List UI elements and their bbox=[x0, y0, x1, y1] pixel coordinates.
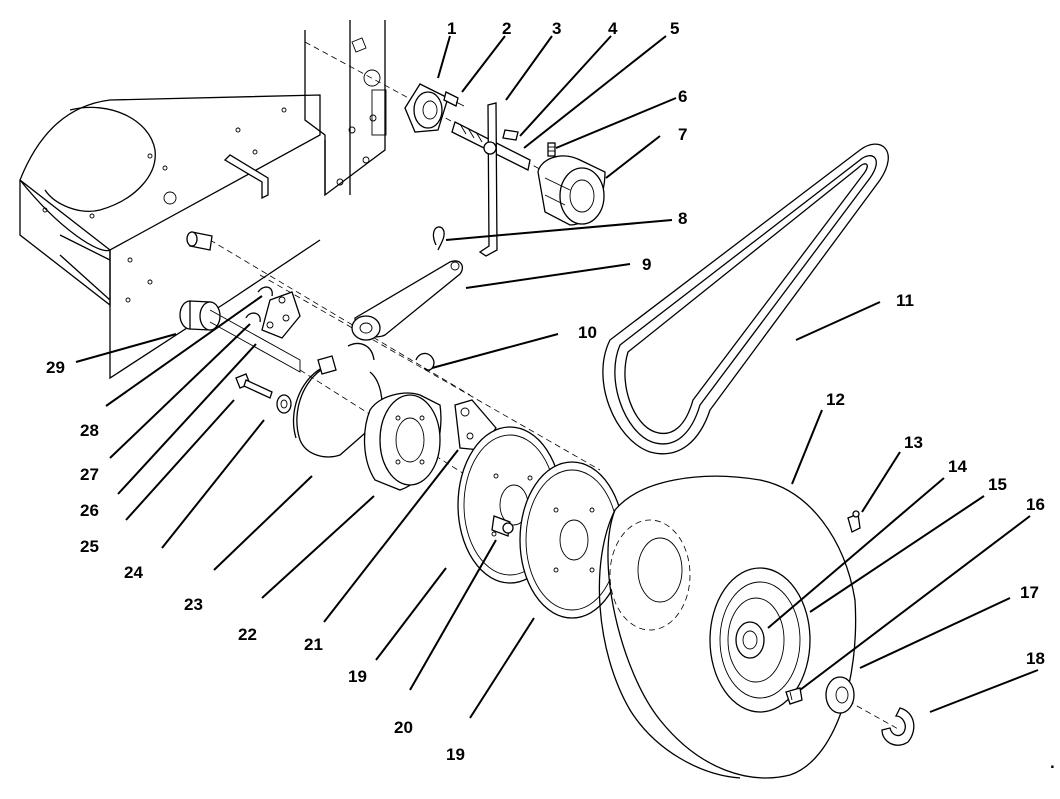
callout-14: 14 bbox=[948, 457, 967, 476]
callout-2: 2 bbox=[502, 19, 511, 38]
v-belt bbox=[602, 143, 889, 455]
hub-spacer-20 bbox=[491, 515, 514, 537]
callout-21: 21 bbox=[304, 635, 323, 654]
callout-24: 24 bbox=[124, 563, 143, 582]
snap-ring-26 bbox=[245, 312, 261, 323]
brake-band-23 bbox=[292, 342, 383, 458]
screw bbox=[443, 91, 465, 107]
spacer-29 bbox=[179, 300, 221, 331]
retaining-ring bbox=[415, 352, 435, 371]
callout-labels: 1 2 3 4 5 6 7 8 9 10 11 12 13 14 15 16 1… bbox=[46, 19, 1055, 772]
callout-5: 5 bbox=[670, 19, 679, 38]
callout-17: 17 bbox=[1020, 583, 1039, 602]
callout-27: 27 bbox=[80, 465, 99, 484]
leader-lines bbox=[75, 35, 1039, 719]
bolt-24 bbox=[235, 373, 273, 399]
callout-22: 22 bbox=[238, 625, 257, 644]
callout-23: 23 bbox=[184, 595, 203, 614]
callout-13: 13 bbox=[904, 433, 923, 452]
callout-19-upper: 19 bbox=[348, 667, 367, 686]
callout-8: 8 bbox=[678, 209, 687, 228]
washer-24 bbox=[276, 394, 292, 414]
bracket-27 bbox=[261, 291, 301, 339]
callout-18: 18 bbox=[1026, 649, 1045, 668]
callout-9: 9 bbox=[642, 255, 651, 274]
washer-17 bbox=[825, 676, 855, 714]
stud-16 bbox=[785, 687, 803, 705]
callout-4: 4 bbox=[608, 19, 618, 38]
grease-fitting-13 bbox=[847, 510, 861, 533]
snap-ring-28 bbox=[257, 286, 273, 297]
callout-25: 25 bbox=[80, 537, 99, 556]
shaft-rod bbox=[451, 102, 531, 257]
callout-11: 11 bbox=[896, 291, 914, 310]
axle-shaft bbox=[209, 309, 301, 373]
chassis-frame bbox=[19, 20, 387, 380]
key bbox=[502, 129, 519, 141]
callout-19-lower: 19 bbox=[446, 745, 465, 764]
callout-26: 26 bbox=[80, 501, 99, 520]
wheel-tire bbox=[598, 475, 857, 779]
callout-28: 28 bbox=[80, 421, 99, 440]
callout-6: 6 bbox=[678, 87, 687, 106]
callout-10: 10 bbox=[578, 323, 597, 342]
callout-15: 15 bbox=[988, 475, 1007, 494]
callout-29: 29 bbox=[46, 358, 65, 377]
flange-bearing bbox=[404, 83, 449, 133]
callout-1: 1 bbox=[447, 19, 456, 38]
corner-mark: . bbox=[1050, 753, 1055, 772]
small-pulley bbox=[537, 155, 606, 226]
callout-12: 12 bbox=[826, 390, 845, 409]
callout-20: 20 bbox=[394, 718, 413, 737]
callout-16: 16 bbox=[1026, 495, 1045, 514]
callout-7: 7 bbox=[678, 125, 687, 144]
set-screw bbox=[547, 142, 556, 157]
idler-arm bbox=[351, 260, 464, 341]
brake-drum-22 bbox=[363, 392, 442, 491]
sleeve-bushing bbox=[186, 231, 213, 251]
callout-3: 3 bbox=[552, 19, 561, 38]
e-clip-18 bbox=[881, 707, 915, 746]
hairpin-clip bbox=[432, 226, 445, 251]
bearing-14 bbox=[735, 621, 765, 659]
